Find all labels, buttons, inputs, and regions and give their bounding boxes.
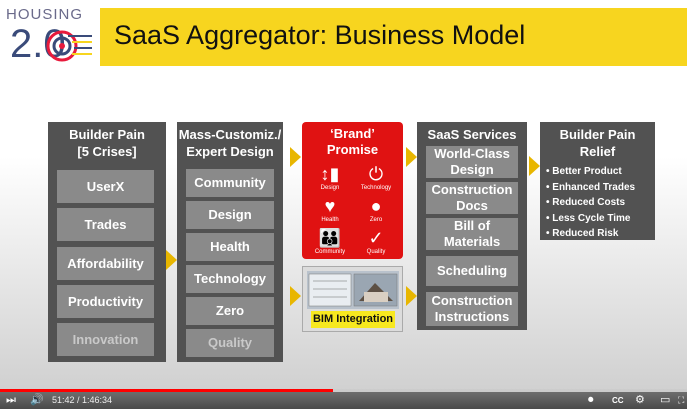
player-controls [0,392,687,409]
saas-item-scheduling: Scheduling [426,256,518,286]
title-bar: SaaS Aggregator: Business Model [100,8,687,66]
logo-target-icon [46,30,92,62]
custom-item-design: Design [186,201,274,229]
pain-item-trades: Trades [57,208,154,241]
list-item: • Better Product [546,166,622,177]
pain-relief-column: Builder Pain Relief • Better Product • E… [540,122,655,240]
custom-item-health: Health [186,233,274,261]
progress-bar-fill [0,389,334,392]
brand-promise-box: ‘Brand’ Promise ↕▮Design ⏻Technology ♥He… [302,122,403,259]
time-display: 51:42 / 1:46:34 [52,395,113,405]
bim-screenshot-image [307,271,399,309]
mass-customization-heading: Mass-Customiz./ Expert Design [178,127,282,159]
custom-item-zero: Zero [186,297,274,325]
slide-title: SaaS Aggregator: Business Model [114,20,526,50]
list-item: • Reduced Risk [546,228,619,239]
arrow-right-icon [290,286,301,306]
community-icon: 👪Community [314,228,346,255]
builder-pain-heading: Builder Pain [5 Crises] [69,127,145,159]
checkmark-icon: ✓Quality [366,228,386,255]
gear-icon[interactable]: ⚙ [635,394,645,406]
list-item: • Less Cycle Time [546,212,631,224]
progress-bar[interactable] [0,389,687,392]
captions-button[interactable]: CC [612,396,624,405]
custom-item-quality: Quality [186,329,274,357]
logo-text-top: HOUSING [6,6,84,23]
fullscreen-icon[interactable]: ⛶ [678,395,685,405]
arrow-right-icon [406,286,417,306]
design-icon: ↕▮Design [320,164,340,191]
housing-logo: HOUSING 2.0 [6,6,96,68]
heart-icon: ♥Health [321,196,339,223]
pain-item-affordability: Affordability [57,247,154,280]
arrow-right-icon [406,147,417,167]
power-icon: ⏻Technology [360,164,392,191]
list-item: • Reduced Costs [546,197,626,208]
pain-item-productivity: Productivity [57,285,154,318]
arrow-right-icon [529,156,540,176]
volume-icon[interactable]: 🔊 [30,394,44,406]
pain-relief-list: • Better Product • Enhanced Trades • Red… [546,164,652,242]
pain-relief-heading: Builder Pain Relief [559,127,636,159]
autoplay-toggle-icon[interactable]: ⏺ [588,394,594,406]
saas-services-heading: SaaS Services [427,127,517,142]
bim-integration-box: BIM Integration [302,266,403,332]
arrow-right-icon [166,250,177,270]
list-item: • Enhanced Trades [546,181,636,193]
builder-pain-column: Builder Pain [5 Crises] UserX Trades Aff… [48,122,166,362]
arrow-right-icon [290,147,301,167]
miniplayer-icon[interactable]: ▭ [660,394,671,406]
custom-item-community: Community [186,169,274,197]
bim-integration-label: BIM Integration [311,311,395,328]
pain-item-innovation: Innovation [57,323,154,356]
next-icon[interactable]: ⏭ [6,394,16,406]
brand-promise-heading: ‘Brand’ Promise [326,126,379,157]
mass-customization-column: Mass-Customiz./ Expert Design Community … [177,122,283,362]
zero-icon: ●Zero [369,196,383,223]
pain-item-userx: UserX [57,170,154,203]
custom-item-technology: Technology [186,265,274,293]
